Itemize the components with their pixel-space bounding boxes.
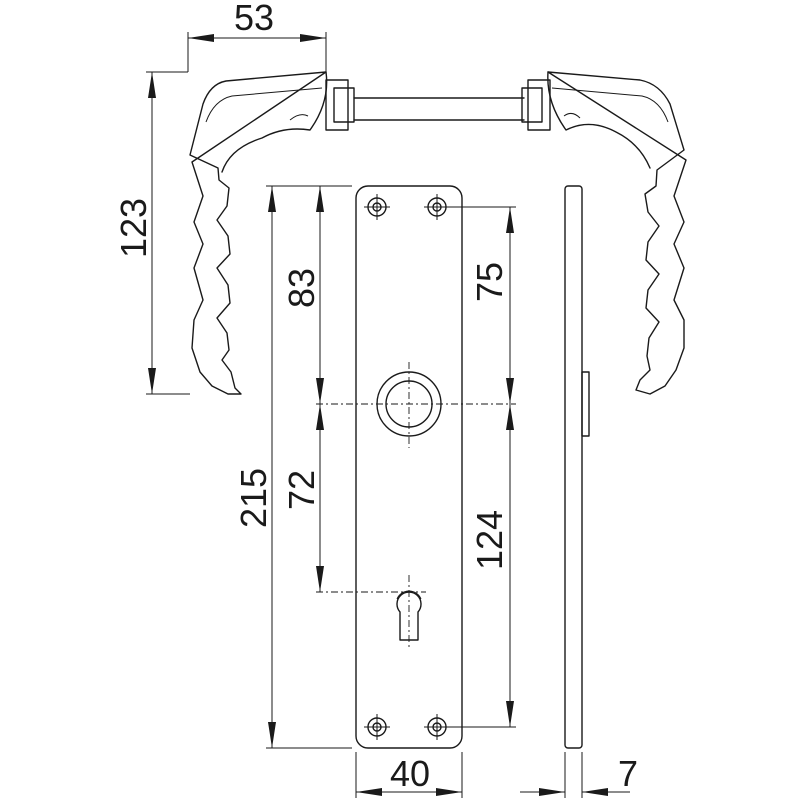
dim-spindle-to-bottom-screw: 124 bbox=[469, 510, 510, 570]
dim-plate-width: 40 bbox=[390, 753, 430, 794]
dim-spindle-to-keyhole: 72 bbox=[281, 470, 322, 510]
dimension-lines bbox=[146, 32, 630, 798]
left-handle bbox=[189, 71, 355, 395]
screw-hole-top-left bbox=[364, 194, 390, 220]
dim-spindle-to-top: 83 bbox=[281, 268, 322, 308]
dim-top-screw-to-spindle: 75 bbox=[469, 262, 510, 302]
spindle-rosette bbox=[316, 362, 516, 448]
dim-plate-length: 215 bbox=[233, 468, 274, 528]
dim-handle-projection: 53 bbox=[234, 0, 274, 38]
spindle-bar bbox=[353, 97, 525, 121]
screw-hole-bottom-left bbox=[364, 714, 390, 740]
right-handle bbox=[521, 71, 687, 395]
keyhole bbox=[316, 575, 426, 648]
dim-handle-height: 123 bbox=[113, 198, 154, 258]
side-view-plate bbox=[564, 185, 590, 749]
dim-plate-thickness: 7 bbox=[618, 753, 638, 794]
front-plate bbox=[316, 185, 516, 749]
